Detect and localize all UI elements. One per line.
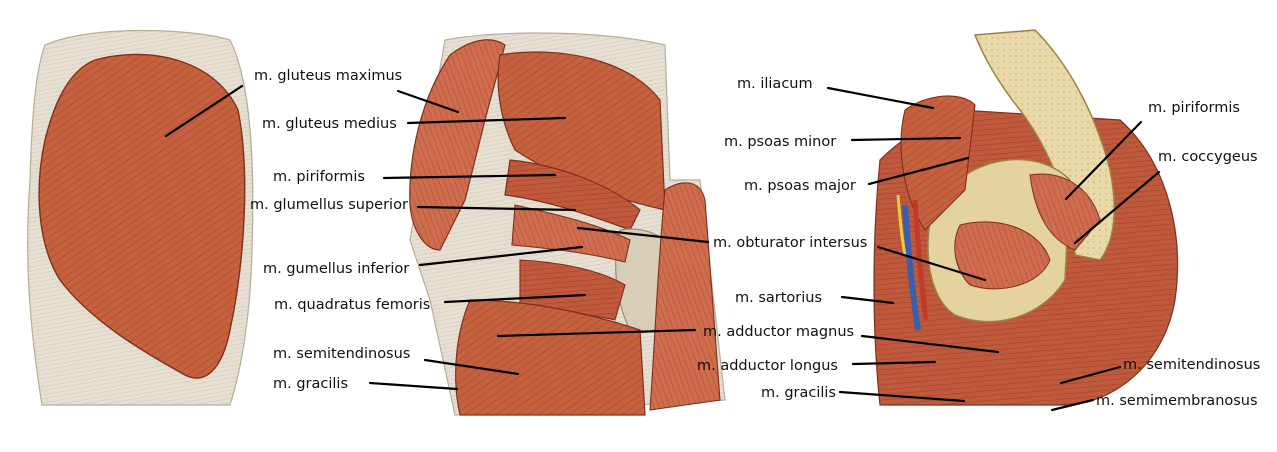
gluteus-maximus-reflected xyxy=(409,39,506,251)
panel-posterior-superficial xyxy=(27,29,254,406)
tensor-fascia-flap xyxy=(649,182,721,411)
label-gluteus-medius: m. gluteus medius xyxy=(262,116,397,132)
femoral-vein xyxy=(902,204,921,331)
label-psoas-minor: m. psoas minor xyxy=(724,134,836,150)
leader-adductor-magnus-3 xyxy=(860,334,1000,354)
leader-coccygeus xyxy=(1073,170,1161,245)
leader-gluteus-maximus xyxy=(164,84,244,138)
piriformis-coccygeus xyxy=(1029,173,1101,251)
label-sartorius: m. sartorius xyxy=(735,290,822,306)
labels: m. gluteus maximus m. gluteus medius m. … xyxy=(250,68,1260,409)
leader-adductor-magnus xyxy=(496,328,697,338)
leader-glumellus-superior xyxy=(416,205,577,212)
label-semitendinosus-right: m. semitendinosus xyxy=(1123,357,1260,373)
label-gluteus-maximus: m. gluteus maximus xyxy=(254,68,402,84)
label-psoas-major: m. psoas major xyxy=(744,178,856,194)
iliacus-psoas-muscle xyxy=(900,95,976,231)
obturator-internus-region xyxy=(954,221,1051,290)
leader-gracilis-3 xyxy=(838,390,966,403)
label-obturator-intersus: m. obturator intersus xyxy=(713,235,867,251)
leader-gluteus-medius xyxy=(406,116,567,125)
leader-piriformis xyxy=(382,173,557,180)
label-adductor-longus: m. adductor longus xyxy=(697,358,838,374)
leader-adductor-longus xyxy=(851,360,937,366)
label-gracilis-right: m. gracilis xyxy=(761,385,836,401)
leader-gluteus-maximus-2 xyxy=(396,89,460,114)
leader-semitendinosus-3 xyxy=(1059,365,1122,385)
gluteus-maximus-muscle xyxy=(38,53,246,379)
gemelli-obturator-group xyxy=(511,204,631,263)
leader-semitendinosus xyxy=(423,358,520,376)
label-gracilis: m. gracilis xyxy=(273,376,348,392)
label-semitendinosus: m. semitendinosus xyxy=(273,346,410,362)
leader-psoas-major xyxy=(867,156,970,186)
leader-obturator-intersus xyxy=(576,226,710,244)
label-piriformis: m. piriformis xyxy=(273,169,365,185)
label-adductor-magnus: m. adductor magnus xyxy=(703,324,854,340)
panel-posterior-deep xyxy=(409,32,726,416)
label-gumellus-inferior: m. gumellus inferior xyxy=(263,261,409,277)
leader-quadratus-femoris xyxy=(443,293,587,304)
leader-gumellus-inferior xyxy=(418,245,584,267)
panel-medial-sagittal xyxy=(873,29,1179,406)
leader-sartorius xyxy=(840,295,895,305)
leader-psoas-minor xyxy=(850,136,962,142)
label-semimembranosus: m. semimembranosus xyxy=(1096,393,1258,409)
label-piriformis-right: m. piriformis xyxy=(1148,100,1240,116)
femoral-nerve xyxy=(896,194,907,256)
leader-iliacum xyxy=(826,86,935,110)
leader-gracilis xyxy=(368,381,459,391)
label-quadratus-femoris: m. quadratus femoris xyxy=(274,297,430,313)
leader-piriformis-3 xyxy=(1064,120,1143,201)
leader-obturator-intersus-3 xyxy=(876,245,987,282)
hamstring-adductor-group xyxy=(455,299,646,416)
label-iliacum: m. iliacum xyxy=(737,76,813,92)
leader-lines xyxy=(164,84,1161,412)
leader-semimembranosus xyxy=(1050,398,1095,412)
femoral-artery xyxy=(912,199,929,321)
label-glumellus-superior: m. glumellus superior xyxy=(250,197,408,213)
label-coccygeus: m. coccygeus xyxy=(1158,149,1258,165)
